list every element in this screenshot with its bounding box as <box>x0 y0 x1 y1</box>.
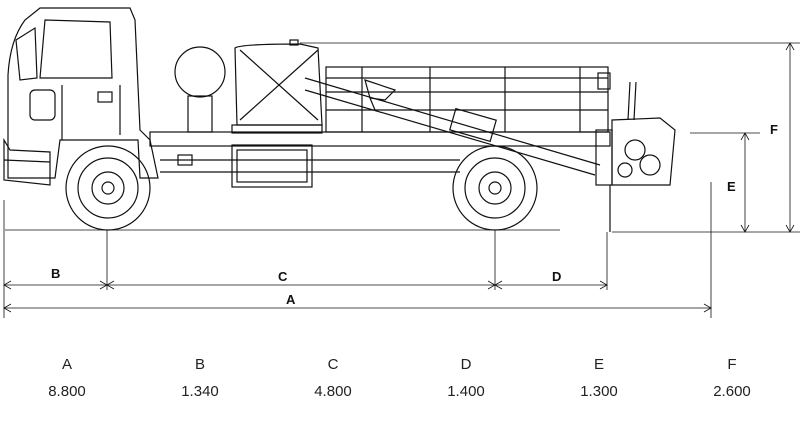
conveyor-boom <box>304 77 601 176</box>
table-value-b: 1.340 <box>181 383 219 400</box>
table-value-e: 1.300 <box>580 383 618 400</box>
table-value-d: 1.400 <box>447 383 485 400</box>
dimensions-table: A B C D E F 8.800 1.340 4.800 1.400 1.30… <box>0 350 800 410</box>
gas-cylinder <box>174 46 226 133</box>
rear-paving-unit <box>595 81 676 232</box>
dimension-a <box>3 303 712 313</box>
dimension-label-c: C <box>278 269 288 284</box>
dimension-label-b: B <box>51 266 60 281</box>
truck-side-elevation-drawing: F E B C D A <box>3 7 800 318</box>
dimension-label-d: D <box>552 269 561 284</box>
table-header-f: F <box>727 356 737 373</box>
dimension-label-f: F <box>770 122 778 137</box>
extension-lines <box>3 182 712 318</box>
table-value-c: 4.800 <box>314 383 352 400</box>
dimension-e <box>690 132 760 233</box>
rear-wheel <box>452 145 538 231</box>
table-value-f: 2.600 <box>713 383 751 400</box>
dimension-c <box>106 280 496 290</box>
table-value-a: 8.800 <box>48 383 86 400</box>
table-header-e: E <box>593 356 604 373</box>
table-header-a: A <box>61 356 72 373</box>
side-rack <box>325 66 611 133</box>
table-header-b: B <box>194 356 205 373</box>
dimension-f <box>300 42 800 233</box>
material-tank <box>231 39 323 134</box>
truck-cab <box>3 7 159 186</box>
dimension-label-e: E <box>727 179 736 194</box>
dimension-b <box>3 280 108 290</box>
dimension-d <box>494 280 608 290</box>
dimension-label-a: A <box>286 292 296 307</box>
table-header-c: C <box>327 356 339 373</box>
front-wheel <box>65 145 151 231</box>
table-header-d: D <box>460 356 472 373</box>
